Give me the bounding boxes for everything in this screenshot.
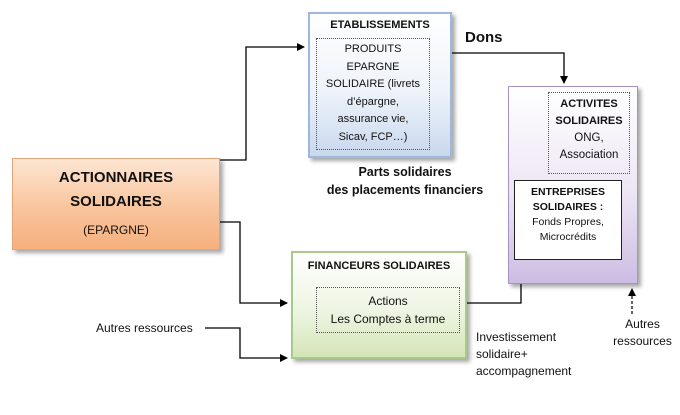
actionnaires-solidaires-box — [12, 158, 220, 250]
activites-text: ACTIVITES SOLIDAIRES ONG, Association — [548, 96, 630, 164]
produits-line: PRODUITS — [344, 43, 402, 55]
actions-comptes-box — [316, 287, 460, 333]
autres-ressources-right-line2: ressources — [613, 334, 672, 348]
financeurs-title: FINANCEURS SOLIDAIRES — [307, 260, 451, 272]
autres-ressources-right-line1: Autres — [625, 317, 660, 331]
financeurs-detail: Actions Les Comptes à terme — [316, 292, 460, 328]
arrow-dons-to-activites — [452, 52, 568, 84]
autres-ressources-left: Autres ressources — [96, 321, 193, 335]
financeurs-detail-line1: Actions — [368, 294, 408, 308]
investissement-label: Investissement solidaire+ accompagnement — [476, 329, 596, 380]
investissement-line3: accompagnement — [476, 364, 572, 378]
entreprises-detail-line1: Fonds Propres, — [532, 216, 604, 228]
actionnaires-title: ACTIONNAIRES SOLIDAIRES — [12, 166, 220, 214]
investissement-line2: solidaire+ — [476, 347, 528, 361]
financeurs-detail-line2: Les Comptes à terme — [330, 312, 446, 326]
produits-list: PRODUITS EPARGNE SOLIDAIRE (livrets d’ép… — [316, 41, 430, 146]
activites-detail-line1: ONG, — [574, 132, 604, 144]
parts-solidaires-caption: Parts solidaires des placements financie… — [300, 163, 510, 199]
activites-inner-box — [548, 92, 630, 174]
etablissements-box — [308, 12, 452, 158]
actionnaires-title-line2: SOLIDAIRES — [70, 193, 162, 210]
actionnaires-subtitle: (EPARGNE) — [83, 223, 149, 237]
entreprises-text: ENTREPRISES SOLIDAIRES : Fonds Propres, … — [514, 185, 622, 245]
parts-solidaires-line1: Parts solidaires — [358, 165, 452, 179]
produits-line: SOLIDAIRE (livrets — [325, 78, 421, 90]
produits-line: assurance vie, — [337, 113, 409, 125]
arrow-actionnaires-to-financeurs — [220, 221, 288, 307]
autres-ressources-right: Autres ressources — [605, 316, 680, 350]
produits-line: Sicav, FCP…) — [338, 130, 408, 143]
entreprises-title-line1: ENTREPRISES — [530, 186, 606, 198]
investissement-line1: Investissement — [476, 330, 557, 344]
entreprises-title-line2: SOLIDAIRES : — [532, 201, 604, 213]
actionnaires-title-line1: ACTIONNAIRES — [58, 169, 174, 186]
parts-solidaires-line2: des placements financiers — [326, 183, 484, 197]
etablissements-title: ETABLISSEMENTS — [330, 19, 430, 31]
arrow-autres-ressources-to-financeurs — [205, 327, 288, 362]
activites-title-line2: SOLIDAIRES — [555, 115, 623, 127]
entreprises-solidaires-box — [514, 180, 622, 260]
financeurs-solidaires-box — [291, 251, 467, 359]
activites-title-line1: ACTIVITES — [560, 98, 618, 110]
produits-epargne-box — [316, 38, 430, 150]
activites-detail-line2: Association — [559, 149, 619, 161]
arrow-actionnaires-to-etablissements — [220, 43, 305, 161]
entreprises-detail-line2: Microcrédits — [539, 231, 597, 243]
produits-line: EPARGNE — [346, 60, 400, 73]
dons-label: Dons — [465, 29, 503, 46]
produits-line: d’épargne, — [347, 95, 399, 108]
